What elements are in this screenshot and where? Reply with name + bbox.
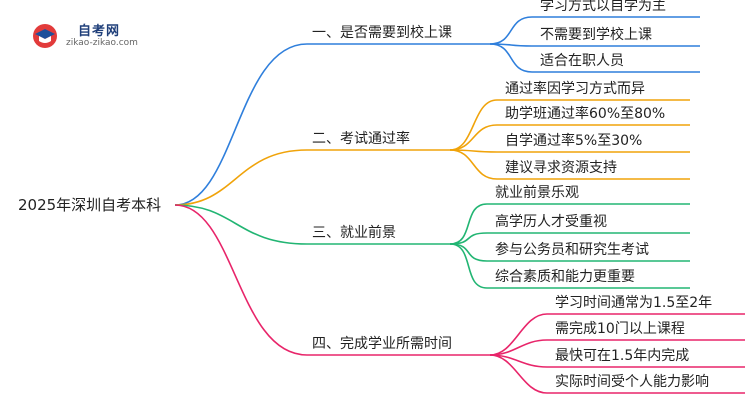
leaf-label: 综合素质和能力更重要: [495, 269, 635, 285]
logo-title: 自考网: [78, 24, 121, 39]
branch-connector: [174, 204, 308, 245]
leaf-label: 需完成10门以上课程: [555, 321, 685, 337]
leaf-connector: [449, 124, 498, 151]
leaf-connector: [449, 243, 488, 262]
site-logo[interactable]: 自考网 zikao-zikao.com: [30, 18, 150, 52]
leaf-label: 适合在职人员: [540, 53, 624, 69]
leaf-label: 高学历人才受重视: [495, 214, 607, 230]
leaf-label: 通过率因学习方式而异: [505, 81, 645, 97]
leaf-connector: [449, 149, 498, 180]
leaf-label: 最快可在1.5年内完成: [555, 348, 690, 364]
logo-subtitle: zikao-zikao.com: [66, 38, 138, 48]
branch-connector: [174, 149, 308, 206]
leaf-connector: [449, 203, 488, 245]
leaf-label: 学习时间通常为1.5至2年: [555, 295, 713, 311]
branch-label: 二、考试通过率: [312, 131, 410, 147]
leaf-connector: [489, 354, 548, 394]
leaf-label: 自学通过率5%至30%: [505, 133, 643, 149]
root-node: 2025年深圳自考本科: [18, 196, 162, 214]
branch-connector: [174, 43, 308, 206]
branch-label: 三、就业前景: [312, 225, 396, 241]
branch-label: 四、完成学业所需时间: [312, 336, 452, 352]
leaf-label: 不需要到学校上课: [540, 27, 652, 43]
leaf-connector: [449, 99, 498, 151]
leaf-connector: [489, 43, 533, 73]
leaf-label: 实际时间受个人能力影响: [555, 374, 709, 390]
leaf-label: 建议寻求资源支持: [505, 160, 617, 176]
branch-label: 一、是否需要到校上课: [312, 25, 452, 41]
branch-connector: [174, 204, 308, 356]
leaf-label: 参与公务员和研究生考试: [495, 242, 649, 258]
leaf-label: 就业前景乐观: [495, 185, 579, 201]
leaf-label: 学习方式以自学为主: [540, 0, 666, 14]
leaf-label: 助学班通过率60%至80%: [505, 106, 666, 122]
graduation-cap-icon: [33, 24, 57, 48]
leaf-connector: [489, 16, 533, 45]
leaf-connector: [449, 243, 488, 289]
leaf-connector: [489, 313, 548, 356]
